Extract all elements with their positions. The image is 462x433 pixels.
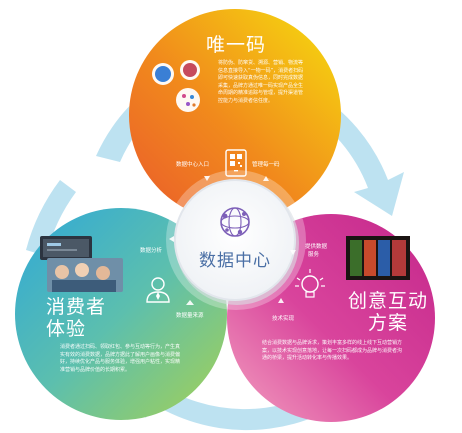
right-title-line1: 创意互动 bbox=[348, 290, 429, 312]
right-label-top2: 服务 bbox=[308, 252, 320, 258]
left-label-top: 数据分析 bbox=[140, 248, 163, 254]
top-image-cluster bbox=[152, 60, 200, 112]
top-label-right: 管理每一码 bbox=[252, 162, 280, 168]
center-title: 数据中心 bbox=[199, 251, 271, 271]
top-left-marker bbox=[204, 176, 210, 181]
left-title-line1: 消费者 bbox=[46, 296, 107, 318]
right-bottom-marker bbox=[278, 298, 284, 303]
right-label-bottom: 技术实现 bbox=[272, 316, 295, 322]
arrow-bottom bbox=[116, 368, 340, 431]
left-body: 消费者通过扫码、领取红包、参与互动等行为，产生真实有效的消费数据，品牌方据此了解… bbox=[60, 344, 181, 373]
lightbulb-icon bbox=[295, 269, 325, 298]
left-title-line2: 体验 bbox=[46, 318, 87, 340]
right-label-top: 提供数据 bbox=[305, 244, 328, 250]
network-globe-icon bbox=[220, 207, 250, 237]
right-body: 结合消费数据与品牌诉求，策划丰富多样的线上线下互动营销方案，以技术实现创意落地，… bbox=[262, 340, 403, 362]
left-top-marker bbox=[169, 236, 174, 242]
top-right-marker bbox=[263, 176, 269, 181]
left-bottom-marker bbox=[186, 300, 194, 305]
left-label-bottom: 数据量来源 bbox=[176, 313, 204, 319]
top-circle bbox=[129, 9, 341, 221]
right-photo-posters bbox=[346, 236, 410, 280]
center-circle bbox=[174, 179, 296, 301]
person-icon bbox=[146, 277, 170, 303]
left-photo-people bbox=[47, 258, 123, 292]
top-title: 唯一码 bbox=[206, 34, 267, 56]
right-title-line2: 方案 bbox=[368, 312, 409, 334]
left-photo-screen bbox=[40, 236, 92, 260]
top-body: 将防伪、防窜货、溯源、营销、物流等信息直接导入“一物一码”，消费者扫码即可快速获… bbox=[218, 60, 304, 104]
top-label-left: 数据中心入口 bbox=[176, 162, 210, 168]
arrow-left-edge bbox=[26, 180, 76, 256]
qr-phone-icon bbox=[225, 149, 247, 177]
right-top-marker bbox=[290, 250, 296, 255]
